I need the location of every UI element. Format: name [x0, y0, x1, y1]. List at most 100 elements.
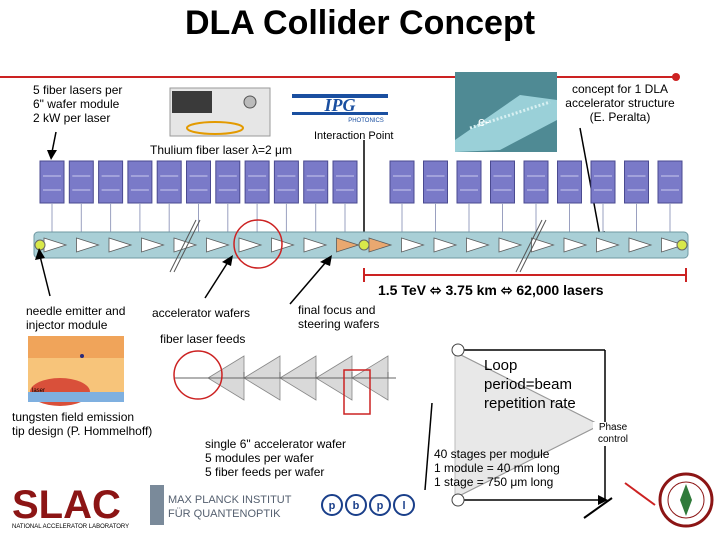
loop-diagram	[424, 343, 656, 519]
accelerator-stage	[661, 237, 685, 253]
laser-module-box	[127, 160, 153, 204]
break-mark	[173, 219, 201, 273]
arrowhead	[35, 248, 45, 260]
laser-module-box	[68, 160, 94, 204]
laser-module-row	[39, 160, 683, 204]
laser-module-box	[389, 160, 415, 204]
phase-control-label: Phase control	[593, 422, 633, 446]
tungsten-line: tip design (P. Hommelhoff)	[12, 424, 153, 438]
phase-control-line: Phase	[598, 422, 628, 433]
laser-module-box	[215, 160, 241, 204]
accelerator-stage	[336, 237, 360, 253]
needle-emitter-line: injector module	[26, 318, 108, 332]
accelerator-stage	[466, 237, 490, 253]
pbpl-logo: p b p l	[321, 494, 415, 516]
page-title: DLA Collider Concept	[184, 4, 536, 42]
laser-module-box	[423, 160, 448, 204]
field-emission-plot: laser	[28, 336, 124, 406]
svg-text:laser: laser	[32, 388, 45, 394]
single-wafer-label: single 6" accelerator wafer 5 modules pe…	[205, 437, 346, 479]
accelerator-stage	[108, 237, 133, 253]
dla-structure-image: e-	[455, 72, 557, 152]
mpi-logo: MAX PLANCK INSTITUT FÜR QUANTENOPTIK	[150, 485, 292, 525]
needle-emitter-line: needle emitter and	[26, 304, 126, 318]
final-focus-line: final focus and	[298, 303, 376, 317]
fiber-lasers-line: 5 fiber lasers per	[33, 83, 123, 97]
accelerator-stage	[76, 237, 100, 253]
accelerator-stage	[238, 237, 263, 253]
accelerator-stage	[401, 237, 425, 253]
concept-line: (E. Peralta)	[589, 110, 651, 124]
accelerator-stage	[628, 237, 653, 253]
stages-line: 40 stages per module	[434, 447, 550, 461]
concept-line: concept for 1 DLA	[571, 82, 669, 96]
accelerator-stage	[303, 237, 328, 253]
zoom-circle	[233, 219, 283, 269]
laser-module-box	[590, 160, 616, 204]
stages-line: 1 module = 40 mm long	[434, 461, 560, 475]
wafer-right-box	[343, 369, 371, 415]
thulium-laser-photo	[169, 87, 271, 137]
emitter-dot	[676, 239, 688, 251]
arrow-concept	[579, 127, 601, 237]
concept-line: accelerator structure	[565, 96, 675, 110]
stages-line: 1 stage = 750 μm long	[434, 475, 554, 489]
break-mark	[519, 219, 547, 273]
accelerator-stage	[498, 237, 523, 253]
slac-logo: SLAC NATIONAL ACCELERATOR LABORATORY	[12, 483, 129, 530]
single-wafer-line: 5 modules per wafer	[205, 451, 314, 465]
accelerator-stage	[206, 237, 230, 253]
svg-text:p: p	[377, 500, 384, 512]
svg-text:NATIONAL ACCELERATOR LABORATOR: NATIONAL ACCELERATOR LABORATORY	[12, 524, 129, 530]
stages-label: 40 stages per module 1 module = 40 mm lo…	[434, 447, 560, 489]
loop-line: repetition rate	[484, 395, 576, 412]
loop-line: Loop	[484, 357, 518, 374]
fiber-laser-feeds-label: fiber laser feeds	[160, 332, 246, 346]
arrow-final-focus	[289, 261, 327, 305]
wafer-left-circle	[173, 350, 223, 400]
loop-label: Loop period=beam repetition rate	[484, 356, 576, 413]
arrowhead	[47, 150, 57, 160]
laser-module-box	[557, 160, 582, 204]
svg-text:IPG: IPG	[324, 95, 356, 115]
final-focus-label: final focus and steering wafers	[298, 303, 379, 331]
laser-module-box	[490, 160, 515, 204]
concept-label: concept for 1 DLA accelerator structure …	[560, 82, 680, 124]
accelerator-stage	[433, 237, 458, 253]
laser-module-box	[523, 160, 549, 204]
tungsten-line: tungsten field emission	[12, 410, 135, 424]
laser-module-box	[186, 160, 211, 204]
arrowhead	[320, 255, 332, 266]
arrowhead	[222, 255, 233, 266]
laser-module-box	[624, 160, 649, 204]
ip-dot	[358, 239, 370, 251]
single-wafer-line: 5 fiber feeds per wafer	[205, 465, 325, 479]
fiber-feed-lines	[51, 203, 671, 232]
arrow-wafers	[204, 261, 229, 299]
stanford-seal	[658, 472, 714, 528]
laser-module-box	[657, 160, 683, 204]
ipg-logo: IPG PHOTONICS	[292, 94, 388, 124]
phase-control-line: control	[597, 434, 628, 445]
laser-module-box	[244, 160, 270, 204]
svg-text:PHOTONICS: PHOTONICS	[348, 118, 384, 124]
interaction-point-label: Interaction Point	[314, 130, 394, 142]
break-mark	[515, 219, 543, 273]
red-line-end-dot	[672, 73, 680, 81]
loop-line: period=beam	[484, 376, 572, 393]
svg-text:p: p	[329, 500, 336, 512]
laser-module-box	[273, 160, 299, 204]
svg-text:b: b	[353, 500, 360, 512]
tungsten-label: tungsten field emission tip design (P. H…	[12, 410, 152, 438]
laser-module-box	[156, 160, 182, 204]
svg-text:FÜR QUANTENOPTIK: FÜR QUANTENOPTIK	[168, 508, 281, 520]
laser-module-box	[303, 160, 329, 204]
accelerator-stage	[563, 237, 588, 253]
fiber-lasers-line: 2 kW per laser	[33, 111, 111, 125]
svg-text:MAX PLANCK INSTITUT: MAX PLANCK INSTITUT	[168, 494, 292, 506]
beamline	[33, 219, 689, 273]
emitter-dot	[34, 239, 46, 251]
laser-module-box	[332, 160, 358, 204]
laser-module-box	[98, 160, 124, 204]
